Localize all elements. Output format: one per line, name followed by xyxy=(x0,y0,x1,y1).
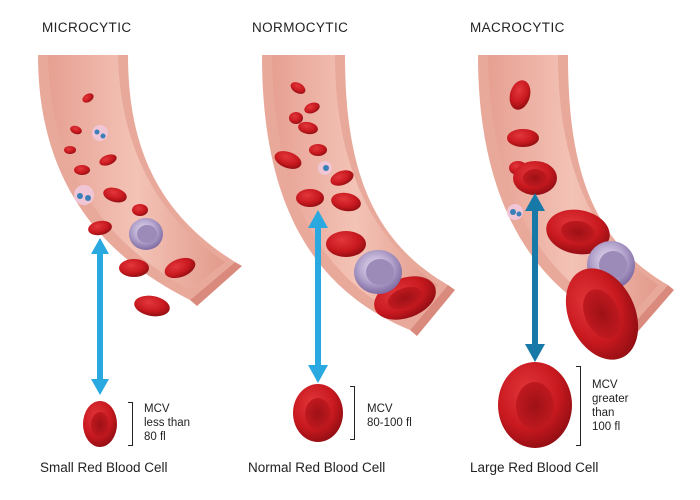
mcv-label-normocytic: MCV 80-100 fl xyxy=(367,402,437,430)
cell-small-rbc xyxy=(83,401,117,447)
normocytic-cells xyxy=(274,82,436,320)
arrow-microcytic xyxy=(91,238,109,395)
mcv-line: 80 fl xyxy=(144,431,166,443)
vessel-microcytic xyxy=(38,55,242,306)
caption-large-rbc: Large Red Blood Cell xyxy=(470,460,599,475)
bracket-microcytic xyxy=(128,402,133,446)
mcv-line: MCV xyxy=(367,403,393,415)
mcv-line: 100 fl xyxy=(592,421,621,433)
microcytic-cells xyxy=(64,93,196,317)
mcv-line: than xyxy=(592,407,615,419)
bracket-macrocytic xyxy=(576,366,581,446)
macrocytic-cells xyxy=(507,80,639,360)
mcv-label-microcytic: MCV less than 80 fl xyxy=(144,402,204,444)
arrow-normocytic xyxy=(308,210,328,383)
title-macrocytic: MACROCYTIC xyxy=(470,20,565,35)
title-microcytic: MICROCYTIC xyxy=(42,20,132,35)
arrow-macrocytic xyxy=(525,193,545,362)
caption-normal-rbc: Normal Red Blood Cell xyxy=(248,460,386,475)
title-normocytic: NORMOCYTIC xyxy=(252,20,349,35)
mcv-label-macrocytic: MCV greater than 100 fl xyxy=(592,378,652,434)
mcv-line: greater xyxy=(592,393,629,405)
caption-small-rbc: Small Red Blood Cell xyxy=(40,460,168,475)
mcv-line: MCV xyxy=(592,379,618,391)
cell-large-rbc xyxy=(498,362,572,448)
bracket-normocytic xyxy=(350,386,355,440)
mcv-line: 80-100 fl xyxy=(367,417,412,429)
mcv-line: MCV xyxy=(144,403,170,415)
cell-normal-rbc xyxy=(293,384,343,442)
mcv-line: less than xyxy=(144,417,191,429)
